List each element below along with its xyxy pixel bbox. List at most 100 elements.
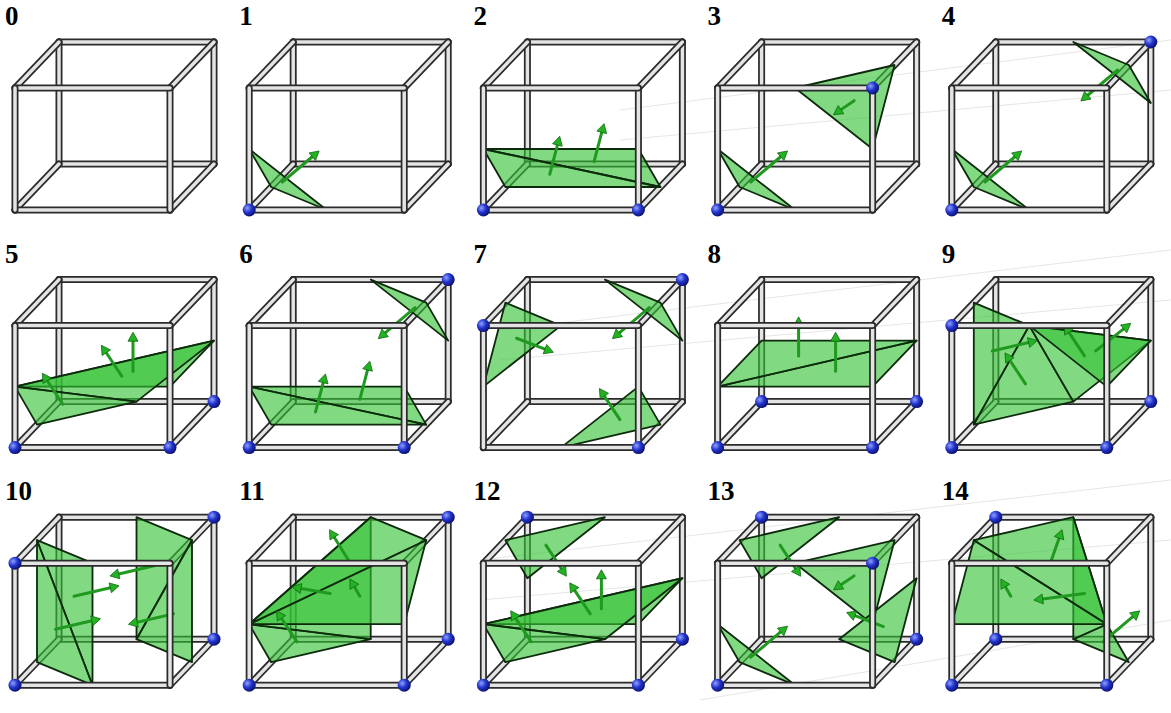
case-number: 13 (706, 478, 737, 505)
normal-arrow-shaft (74, 588, 110, 596)
cube-edge (869, 563, 876, 685)
case-number: 7 (471, 241, 489, 268)
cube-edge (249, 42, 293, 88)
normal-arrow-head (596, 570, 606, 579)
marked-corner-dot (477, 679, 490, 692)
normal-arrow-shaft (600, 579, 603, 609)
cube-edge-highlight (15, 280, 59, 326)
cube-edge-highlight (637, 326, 641, 448)
cube-edge-highlight (718, 683, 873, 687)
cube-edge-highlight (170, 42, 214, 88)
cube-edge (211, 517, 218, 639)
cube-edge (12, 563, 19, 685)
normal-arrow-head (350, 579, 359, 589)
cube-edge-highlight (762, 278, 917, 282)
cube-case (477, 273, 689, 454)
marked-corner-dot (442, 511, 455, 524)
cube-edge (249, 682, 404, 689)
cube-edge (246, 563, 253, 685)
cube-edge-highlight (952, 561, 1107, 565)
marked-corner-dot (632, 679, 645, 692)
cube-edge (718, 402, 762, 448)
normal-arrow-shaft (106, 353, 122, 377)
isosurface-triangle (137, 540, 193, 662)
cube-edge (480, 326, 487, 448)
cube-edge (293, 161, 448, 168)
cube-edge (762, 39, 917, 46)
cube-case (945, 36, 1157, 217)
cube-edge (445, 517, 452, 639)
isosurface-triangle (952, 149, 1030, 210)
cube-edge (873, 402, 917, 448)
cube-edge (59, 39, 214, 46)
isosurface-triangle (1029, 326, 1151, 387)
cube-edge (249, 322, 404, 329)
cube-edge-highlight (57, 42, 61, 164)
cube-edge (762, 161, 917, 168)
marked-corner-dot (208, 395, 221, 408)
cube-edge (1107, 280, 1151, 326)
cube-edge (170, 164, 214, 210)
cube-edge (249, 207, 404, 214)
cube-edge-highlight (404, 42, 448, 88)
marked-corner-dot (9, 679, 22, 692)
cube-edge (170, 42, 214, 88)
normal-arrow-shaft (1069, 332, 1085, 356)
cube-edge-highlight (716, 563, 720, 685)
normal-arrow-head (1027, 338, 1037, 348)
marked-corner-dot (208, 511, 221, 524)
isosurface-triangle (249, 387, 426, 425)
case-number: 11 (237, 478, 267, 505)
marked-corner-dot (866, 441, 879, 454)
cube-edge-highlight (291, 42, 295, 164)
cube-edge (762, 398, 917, 405)
cube-edge-highlight (952, 86, 1107, 90)
cube-edge (249, 560, 404, 567)
case-number: 14 (940, 478, 971, 505)
cube-case (945, 280, 1157, 455)
marked-corner-dot (945, 204, 958, 217)
cube-edge-highlight (873, 402, 917, 448)
marked-corner-dot (164, 441, 177, 454)
cube-edge-highlight (716, 88, 720, 210)
isosurface-triangle (952, 540, 1107, 624)
cube-edge-highlight (293, 162, 448, 166)
cube-edge (483, 207, 638, 214)
normal-arrow-head (557, 566, 566, 576)
isosurface-triangle (483, 149, 660, 187)
marked-corner-dot (243, 441, 256, 454)
cube-edge-highlight (483, 324, 638, 328)
cube-edge-highlight (170, 164, 214, 210)
cube-edge-highlight (59, 278, 214, 282)
marked-corner-dot (945, 679, 958, 692)
normal-arrow-head (91, 616, 101, 626)
cube-edge (992, 42, 999, 164)
marked-corner-dot (945, 441, 958, 454)
cube-edge (15, 42, 59, 88)
cube-edge (1103, 326, 1110, 448)
case-number: 2 (471, 3, 489, 30)
cube-edge-highlight (1107, 164, 1151, 210)
marked-corner-dot (208, 633, 221, 646)
normal-arrow-head (834, 581, 844, 590)
cube-edge-highlight (249, 446, 404, 450)
cube-edge-highlight (168, 326, 172, 448)
isosurface-triangle (740, 517, 840, 578)
normal-arrow-shaft (316, 383, 324, 412)
cube-edge-highlight (527, 400, 682, 404)
cube-edge-highlight (638, 517, 682, 563)
cube-edge (56, 42, 63, 164)
normal-arrow-shaft (550, 145, 558, 174)
cube-edge (246, 88, 253, 210)
isosurface-triangle (605, 280, 683, 341)
cube-case (477, 42, 683, 217)
cube-edge-highlight (247, 563, 251, 685)
cube-edge-highlight (915, 42, 919, 164)
cube-edge-highlight (871, 88, 875, 210)
cube-edge-highlight (482, 563, 486, 685)
cube-edge (12, 88, 19, 210)
normal-arrow-head (309, 151, 319, 161)
cube-edge-highlight (446, 517, 450, 639)
cube-edge-highlight (404, 639, 448, 685)
cube-edge-highlight (952, 324, 1107, 328)
